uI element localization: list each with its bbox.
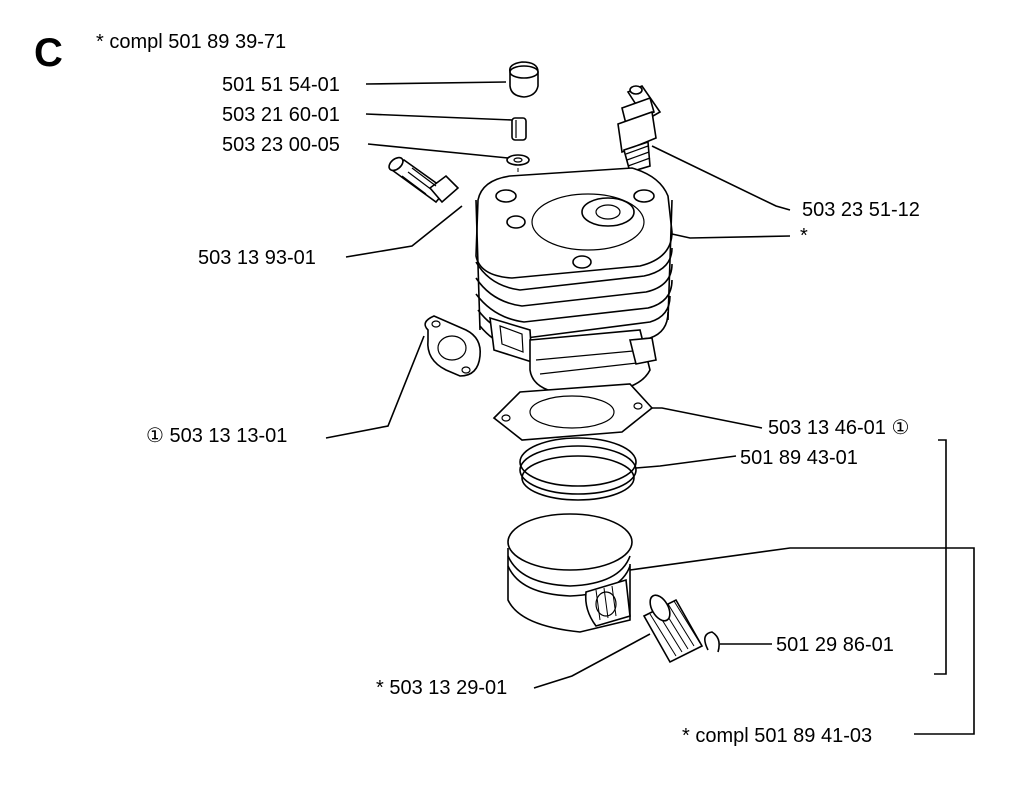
label-decomp-valve: 503 13 93-01 [198, 247, 316, 269]
label-exhaust-gasket: ① 503 13 13-01 [146, 425, 287, 447]
piston-rings-drawing [519, 437, 637, 501]
washer-drawing [506, 154, 530, 166]
label-screw: 503 21 60-01 [222, 104, 340, 126]
screw-drawing [511, 117, 527, 141]
piston-drawing [507, 513, 633, 633]
header-assembly-label: * compl 501 89 39-71 [96, 31, 286, 53]
needle-bearing-drawing [642, 594, 704, 664]
cylinder-gasket-drawing [492, 383, 654, 441]
label-needle-bearing: * 503 13 29-01 [376, 677, 507, 699]
exhaust-gasket-drawing [424, 315, 482, 377]
cylinder-drawing [475, 167, 673, 393]
circlip-drawing [704, 631, 720, 653]
label-circlip: 501 29 86-01 [776, 634, 894, 656]
label-piston-kit: * compl 501 89 41-03 [682, 725, 872, 747]
label-cylinder: * [800, 225, 808, 247]
leader-lines [325, 81, 975, 735]
decompression-valve-drawing [388, 156, 460, 204]
label-plug: 501 51 54-01 [222, 74, 340, 96]
label-piston-rings: 501 89 43-01 [740, 447, 858, 469]
label-cylinder-gasket: 503 13 46-01 ① [768, 417, 909, 439]
label-washer: 503 23 00-05 [222, 134, 340, 156]
spark-plug-drawing [617, 85, 662, 174]
label-spark-plug: 503 23 51-12 [802, 199, 920, 221]
section-letter: C [34, 31, 63, 75]
plug-cap-drawing [508, 61, 539, 98]
